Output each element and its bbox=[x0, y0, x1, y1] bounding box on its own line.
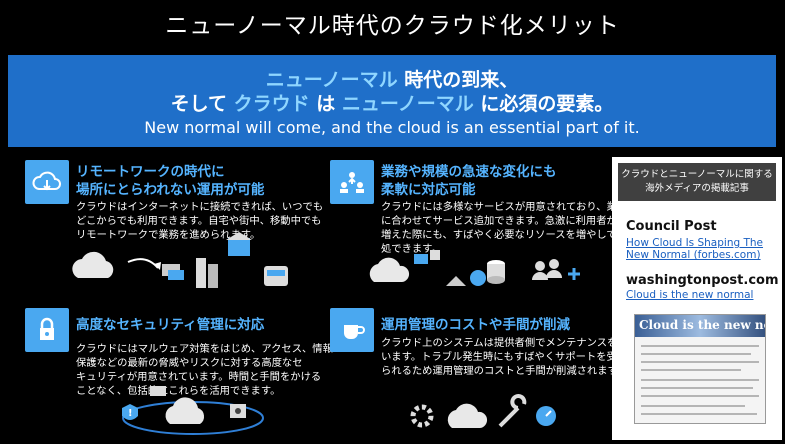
feature-title: 業務や規模の急速な変化にも 柔軟に対応可能 bbox=[381, 163, 557, 199]
text-line bbox=[641, 369, 741, 371]
body-line: に合わせてサービス追加できます。急激に利用者が bbox=[381, 215, 617, 227]
body-line: どこからでも利用できます。自宅や街中、移動中でも bbox=[76, 215, 322, 227]
security-illustration: ! bbox=[122, 386, 264, 435]
svg-text:!: ! bbox=[128, 408, 133, 419]
title-line: リモートワークの時代に bbox=[76, 164, 225, 180]
cloud-download-icon bbox=[25, 160, 69, 204]
banner-highlight: クラウド bbox=[233, 93, 310, 115]
scale-illustration bbox=[369, 250, 580, 286]
text-line bbox=[641, 395, 759, 397]
banner-line-1: ニューノーマル 時代の到来、 bbox=[8, 65, 776, 92]
headline-banner: ニューノーマル 時代の到来、 そして クラウド は ニューノーマル に必須の要素… bbox=[8, 55, 776, 147]
text-line bbox=[641, 361, 759, 363]
link-line: Cloud is the new normal bbox=[626, 289, 754, 301]
banner-line-2: そして クラウド は ニューノーマル に必須の要素。 bbox=[8, 89, 776, 116]
article-link-forbes[interactable]: How Cloud Is Shaping The New Normal (for… bbox=[626, 237, 763, 261]
text-line bbox=[641, 379, 759, 381]
page-title: ニューノーマル時代のクラウド化メリット bbox=[165, 13, 620, 39]
text-line bbox=[641, 387, 753, 389]
feature-body: クラウド上のシステムは提供者側でメンテナンスを行 います。トラブル発生時にもすば… bbox=[381, 336, 628, 378]
title-line: 業務や規模の急速な変化にも bbox=[381, 164, 557, 180]
body-line: クラウドには多様なサービスが用意されており、業務 bbox=[381, 201, 628, 213]
users-expand-icon bbox=[330, 160, 374, 204]
title-line: 運用管理のコストや手間が削減 bbox=[381, 317, 570, 333]
feature-body: クラウドにはマルウェア対策をはじめ、アクセス、情報 保護などの最新の脅威やリスク… bbox=[76, 342, 333, 398]
feature-body: クラウドはインターネットに接続できれば、いつでも どこからでも利用できます。自宅… bbox=[76, 200, 323, 242]
publisher-name: Council Post bbox=[626, 219, 717, 234]
body-line: クラウドはインターネットに接続できれば、いつでも bbox=[76, 201, 324, 213]
body-line: キュリティが用意されています。時間と手間をかける bbox=[76, 371, 322, 383]
banner-text: は bbox=[309, 93, 342, 115]
banner-text: そして bbox=[170, 93, 234, 115]
body-line: 増えた際にも、すばやく必要なリソースを増やして対 bbox=[381, 229, 627, 241]
body-line: クラウド上のシステムは提供者側でメンテナンスを行 bbox=[381, 337, 628, 349]
body-line: います。トラブル発生時にもすばやくサポートを受け bbox=[381, 351, 628, 363]
body-line: 処できます。 bbox=[381, 243, 442, 255]
banner-highlight: ニューノーマル bbox=[265, 69, 398, 91]
text-line bbox=[641, 405, 745, 407]
text-line bbox=[641, 353, 751, 355]
title-line: 柔軟に対応可能 bbox=[381, 182, 476, 198]
article-link-washingtonpost[interactable]: Cloud is the new normal bbox=[626, 289, 753, 301]
remote-work-illustration bbox=[72, 232, 288, 288]
banner-highlight: ニューノーマル bbox=[341, 93, 474, 115]
link-line: How Cloud Is Shaping The bbox=[626, 237, 764, 249]
banner-english: New normal will come, and the cloud is a… bbox=[144, 118, 640, 137]
body-line: 保護などの最新の脅威やリスクに対する高度なセ bbox=[76, 357, 303, 369]
article-thumbnail-title: Cloud is the new normal bbox=[639, 318, 765, 332]
article-thumbnail[interactable]: Cloud is the new normal bbox=[634, 314, 766, 424]
feature-title: リモートワークの時代に 場所にとらわれない運用が可能 bbox=[76, 163, 264, 199]
body-line: ことなく、包括的にこれらを活用できます。 bbox=[76, 385, 281, 397]
feature-body: クラウドには多様なサービスが用意されており、業務 に合わせてサービス追加できます… bbox=[381, 200, 627, 256]
feature-title: 運用管理のコストや手間が削減 bbox=[381, 316, 570, 334]
banner-text: 時代の到来、 bbox=[397, 69, 519, 91]
publisher-name: washingtonpost.com bbox=[626, 273, 779, 288]
feature-title: 高度なセキュリティ管理に対応 bbox=[76, 316, 264, 334]
title-line: 場所にとらわれない運用が可能 bbox=[76, 182, 265, 198]
sidebar-header: クラウドとニューノーマルに関する 海外メディアの掲載記事 bbox=[618, 163, 776, 201]
text-line bbox=[641, 345, 759, 347]
banner-text: に必須の要素。 bbox=[473, 93, 614, 115]
body-line: リモートワークで業務を進められます。 bbox=[76, 229, 261, 241]
article-banner-image bbox=[635, 315, 765, 337]
title-line: 高度なセキュリティ管理に対応 bbox=[76, 317, 265, 333]
header-line: 海外メディアの掲載記事 bbox=[645, 183, 749, 194]
lock-icon bbox=[25, 308, 69, 352]
media-sidebar: クラウドとニューノーマルに関する 海外メディアの掲載記事 Council Pos… bbox=[612, 157, 782, 440]
coffee-cup-icon bbox=[330, 308, 374, 352]
header-line: クラウドとニューノーマルに関する bbox=[621, 169, 773, 180]
text-line bbox=[641, 413, 757, 415]
body-line: られるため運用管理のコストと手間が削減されます。 bbox=[381, 365, 628, 377]
body-line: クラウドにはマルウェア対策をはじめ、アクセス、情報 bbox=[76, 343, 333, 355]
link-line: New Normal (forbes.com) bbox=[626, 249, 761, 261]
maintenance-illustration bbox=[410, 394, 556, 428]
